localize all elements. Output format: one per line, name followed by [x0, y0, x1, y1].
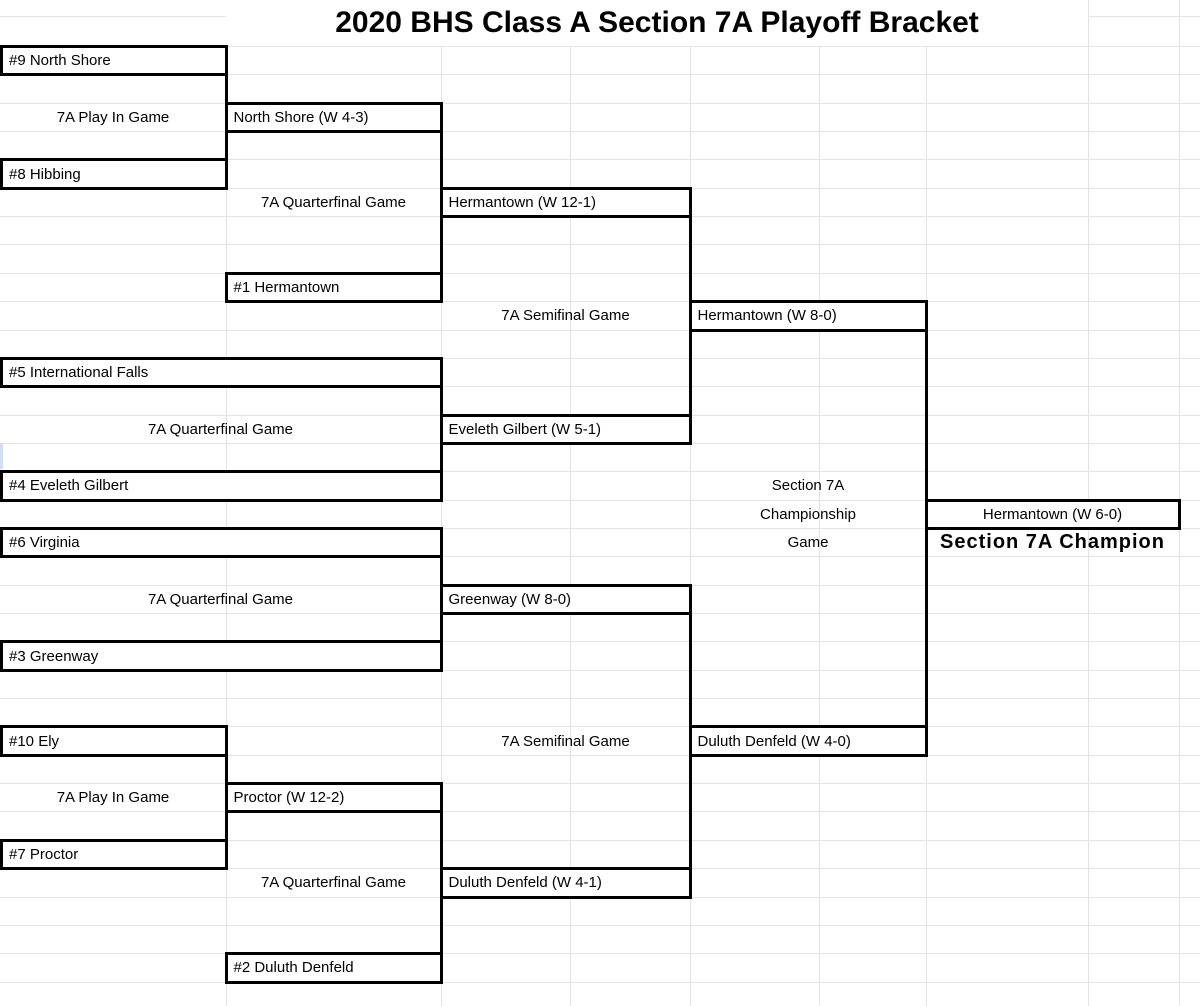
- winner-box-semifinal-top: Hermantown (W 8-0): [688, 300, 928, 332]
- winner-box-qf4: Duluth Denfeld (W 4-1): [439, 867, 692, 899]
- seed-box-8-hibbing: #8 Hibbing: [0, 158, 228, 190]
- label-quarterfinal-3: 7A Quarterfinal Game: [147, 590, 294, 608]
- label-playin-bottom: 7A Play In Game: [56, 789, 170, 807]
- seed-box-5-international-falls: #5 International Falls: [0, 356, 443, 389]
- label-championship-line2: Championship: [760, 505, 856, 523]
- winner-box-qf3: Greenway (W 8-0): [439, 583, 692, 616]
- seed-box-7-proctor: #7 Proctor: [0, 838, 228, 871]
- seed-box-2-duluth-denfeld: #2 Duluth Denfeld: [224, 952, 443, 984]
- seed-box-10-ely: #10 Ely: [0, 725, 228, 757]
- winner-box-playin-bottom: Proctor (W 12-2): [224, 782, 443, 814]
- seed-box-6-virginia: #6 Virginia: [0, 527, 443, 559]
- winner-box-championship: Hermantown (W 6-0): [924, 498, 1181, 530]
- seed-box-9-north-shore: #9 North Shore: [0, 45, 228, 77]
- label-semifinal-top: 7A Semifinal Game: [501, 307, 630, 325]
- bracket-title: 2020 BHS Class A Section 7A Playoff Brac…: [335, 6, 979, 39]
- winner-box-qf2: Eveleth Gilbert (W 5-1): [439, 413, 692, 445]
- winner-box-qf1: Hermantown (W 12-1): [439, 186, 692, 219]
- seed-box-3-greenway: #3 Greenway: [0, 640, 443, 672]
- label-playin-top: 7A Play In Game: [56, 108, 170, 126]
- label-semifinal-bottom: 7A Semifinal Game: [501, 732, 630, 750]
- seed-box-4-eveleth-gilbert: #4 Eveleth Gilbert: [0, 470, 443, 502]
- cell-selection-remnant: [0, 443, 3, 469]
- label-section-champion: Section 7A Champion: [940, 531, 1165, 554]
- label-quarterfinal-1: 7A Quarterfinal Game: [260, 193, 407, 211]
- winner-box-semifinal-bottom: Duluth Denfeld (W 4-0): [688, 725, 928, 757]
- winner-box-playin-top: North Shore (W 4-3): [224, 101, 443, 134]
- label-championship-line3: Game: [787, 534, 829, 552]
- seed-box-1-hermantown: #1 Hermantown: [224, 271, 443, 304]
- label-quarterfinal-2: 7A Quarterfinal Game: [147, 420, 294, 438]
- label-quarterfinal-4: 7A Quarterfinal Game: [260, 874, 407, 892]
- label-championship-line1: Section 7A: [771, 477, 845, 495]
